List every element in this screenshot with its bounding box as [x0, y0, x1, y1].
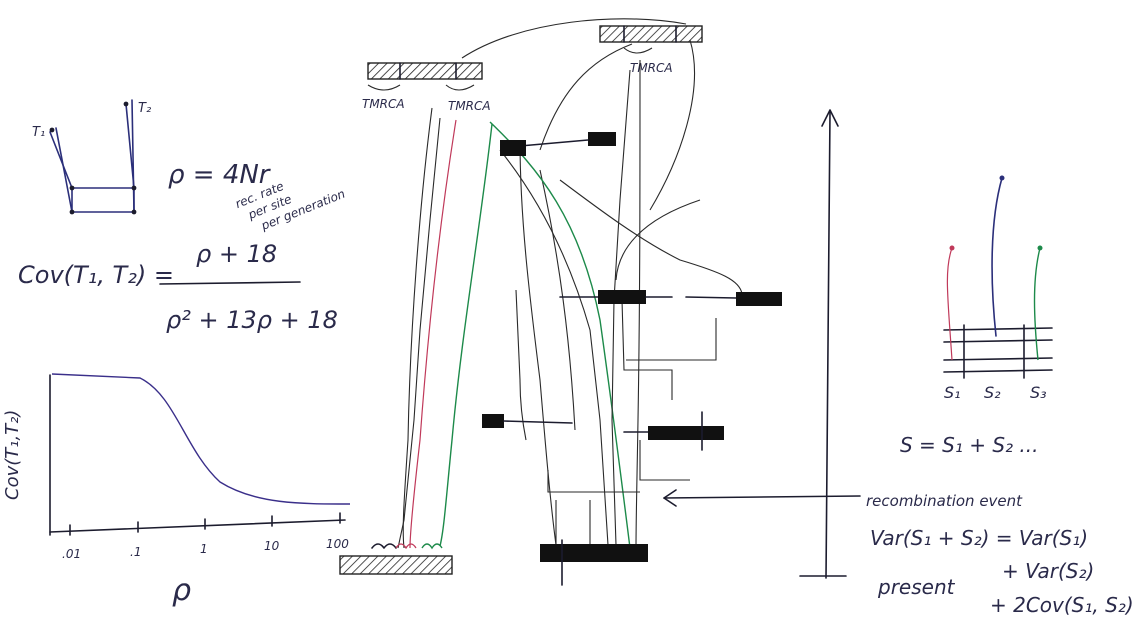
lineage-trees: [397, 59, 743, 549]
tmrca-label-3: TMRCA: [630, 61, 673, 75]
tick-001: .01: [62, 547, 81, 561]
tick-100: 100: [326, 537, 349, 551]
chromosome-bar-right: [599, 25, 703, 43]
time-axis: [825, 111, 831, 579]
cov-numerator: ρ + 18: [196, 240, 277, 268]
site-sum-equation: S = S₁ + S₂ ...: [900, 433, 1039, 457]
recombination-note: recombination event: [866, 492, 1023, 510]
tick-10: 10: [264, 539, 280, 553]
plot-curve: [51, 373, 351, 505]
tick-01: .1: [130, 545, 141, 559]
tmrca-label-1: TMRCA: [362, 97, 405, 111]
cov-vs-rho-plot: [49, 373, 351, 536]
tick-1: 1: [200, 542, 208, 556]
site-label-s1: S₁: [944, 383, 961, 402]
genealogy-sketch: [49, 99, 137, 215]
recombination-arrow: [663, 495, 861, 499]
site-label-s2: S₂: [984, 383, 1001, 402]
variance-term-2: + Var(S₂): [1002, 559, 1094, 583]
cov-denominator: ρ² + 13ρ + 18: [166, 306, 338, 334]
fraction-bar: [159, 281, 301, 285]
chromosome-bar-left: [367, 62, 483, 80]
tmrca-label-2: TMRCA: [448, 99, 491, 113]
variance-lhs: Var(S₁ + S₂) = Var(S₁): [870, 526, 1088, 550]
present-label: present: [877, 575, 956, 599]
t2-label: T₂: [138, 101, 151, 116]
site-diagram: [943, 175, 1053, 379]
plot-ylabel: Cov(T₁,T₂): [2, 410, 23, 500]
time-axis-arrow: [821, 109, 839, 127]
site-label-s3: S₃: [1030, 383, 1047, 402]
variance-term-3: + 2Cov(S₁, S₂): [990, 593, 1134, 617]
t1-label: T₁: [32, 125, 45, 140]
rho-definition: ρ = 4Nr: [168, 160, 272, 190]
present-chromosome: [339, 543, 453, 575]
haplotype-blocks: [482, 132, 782, 586]
plot-xlabel: ρ: [172, 573, 191, 608]
plot-x-axis: [49, 519, 346, 533]
cov-lhs: Cov(T₁, T₂) =: [18, 261, 174, 289]
